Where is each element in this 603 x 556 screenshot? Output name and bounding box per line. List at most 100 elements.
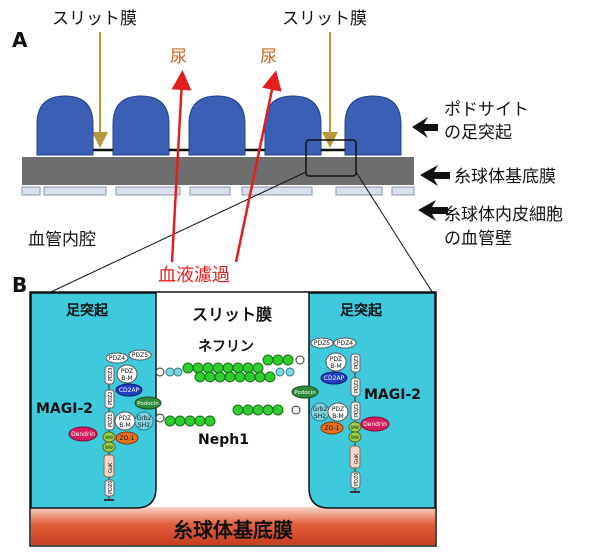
gbm-label-b: 糸球体基底膜 [173,518,293,542]
ww-domain [102,441,116,453]
guk-label: GuK [108,462,114,473]
foot-process-label-line1: ポドサイト [444,100,529,120]
pdz5-label: PDZ5 [314,340,330,347]
pdz-domain [310,337,334,349]
neph1-chains [155,404,301,427]
ww-label: WW [105,435,113,440]
ww-domain [348,431,362,443]
guk-domain [103,454,115,478]
pdz-bm-domain [325,352,347,372]
arrow-icon [418,200,448,221]
ww-label: WW [105,445,113,450]
dendrin-protein [360,416,390,432]
pdz2-label: PDZ2 [108,392,114,405]
nephrin-chains [155,354,305,383]
pdz-domain [104,479,115,497]
endothelium-label-line2: の血管壁 [444,229,512,249]
grb2-text: Grb2 [313,406,328,413]
pdz3-label: PDZ3 [354,356,360,369]
vascular-lumen-label: 血管内腔 [28,230,96,250]
foot-process [188,95,246,156]
pdz-domain [104,389,115,409]
foot-process-label-left: 足突起 [66,302,109,319]
neph1-label: Neph1 [198,432,249,448]
pdz-domain [105,352,129,364]
pdz3-label: PDZ3 [108,368,114,381]
gbm-label-a: 糸球体基底膜 [454,167,556,187]
pdz-bm-text: B-M [119,422,130,429]
pdz-bm-text: PDZ [119,415,131,422]
cd2ap-label: CD2AP [324,375,345,382]
podocin-label: Podocin [137,401,159,407]
pdz1-label: PDZ1 [354,404,360,417]
podocin-protein [134,396,162,410]
blood-filtration-label: 血液濾過 [158,265,230,286]
foot-process-cell-left [30,292,157,509]
podocin-protein [291,385,319,399]
grb2-text: Grb2 [137,415,152,422]
pdz-domain [104,365,115,385]
filtration-arrow-left [170,70,192,263]
magi2-label-right: MAGI-2 [364,387,421,403]
pdz-bm-text: B-M [121,375,132,382]
slit-membrane-title: スリット膜 [192,305,272,324]
grb2-text: SH2 [138,422,150,429]
panel-a-letter: A [12,28,28,52]
foot-process [264,95,322,156]
pdz1-label: PDZ1 [108,414,114,427]
panel-b-letter: B [12,273,27,297]
pdz-bm-text: PDZ [330,356,342,363]
slit-membrane-label-right: スリット膜 [282,9,367,29]
pdz-domain [350,471,361,489]
dendrin-protein [68,426,98,442]
pdz-domain [104,411,115,431]
gbm-band [22,157,414,185]
dendrin-label: Dendrin [71,431,95,438]
endothelium-label-line1: 糸球体内皮細胞 [444,205,563,225]
zoom-line-left [37,171,307,299]
arrow-icon [420,165,450,186]
zo1-label: ZO-1 [325,425,340,432]
zo1-label: ZO-1 [120,435,135,442]
pdz0-label: PDZ0 [108,481,114,494]
pdz5-label: PDZ5 [132,352,148,359]
zoom-line-right [355,171,437,299]
cd2ap-label: CD2AP [119,387,140,394]
pdz-domain [350,353,361,373]
pdz0-label: PDZ0 [354,473,360,486]
podocin-label: Podocin [294,390,316,396]
podocyte-foot-processes [36,95,402,156]
grb2-text: SH2 [314,413,326,420]
ww-label: WW [351,425,359,430]
zo1-protein [115,431,139,445]
pdz-domain [350,401,361,421]
magi2-right: PDZ5 PDZ4 PDZ3 PDZ2 PDZ1 WW WW GuK PDZ0 … [291,337,390,493]
foot-process-label-right: 足突起 [340,302,383,319]
pdz-bm-text: B-M [332,413,343,420]
gbm-bar [31,507,435,545]
dendrin-label: Dendrin [363,421,387,428]
urine-label-left: 尿 [170,47,187,67]
pdz4-label: PDZ4 [337,340,353,347]
pdz-bm-text: PDZ [121,368,133,375]
magi2-label-left: MAGI-2 [36,401,93,417]
pdz4-label: PDZ4 [109,355,125,362]
magi2-left: PDZ4 PDZ5 PDZ3 PDZ2 PDZ1 WW WW GuK PDZ0 … [68,349,162,501]
cd2ap-protein [320,371,348,385]
pdz-domain [128,349,152,361]
pdz-domain [333,337,357,349]
panel-a: A スリット膜 スリット膜 尿 尿 [12,9,563,299]
pdz-bm-text: B-M [330,363,341,370]
endothelial-cells [21,186,415,196]
foot-process [344,95,402,156]
grb2-domain [134,411,154,431]
cd2ap-protein [115,383,143,397]
foot-process [112,95,170,156]
nephrin-label: ネフリン [198,339,254,355]
pdz-domain [350,377,361,397]
slit-membrane-label-left: スリット膜 [52,9,137,29]
guk-domain [349,445,361,469]
foot-process [36,95,94,156]
guk-label: GuK [354,453,360,464]
